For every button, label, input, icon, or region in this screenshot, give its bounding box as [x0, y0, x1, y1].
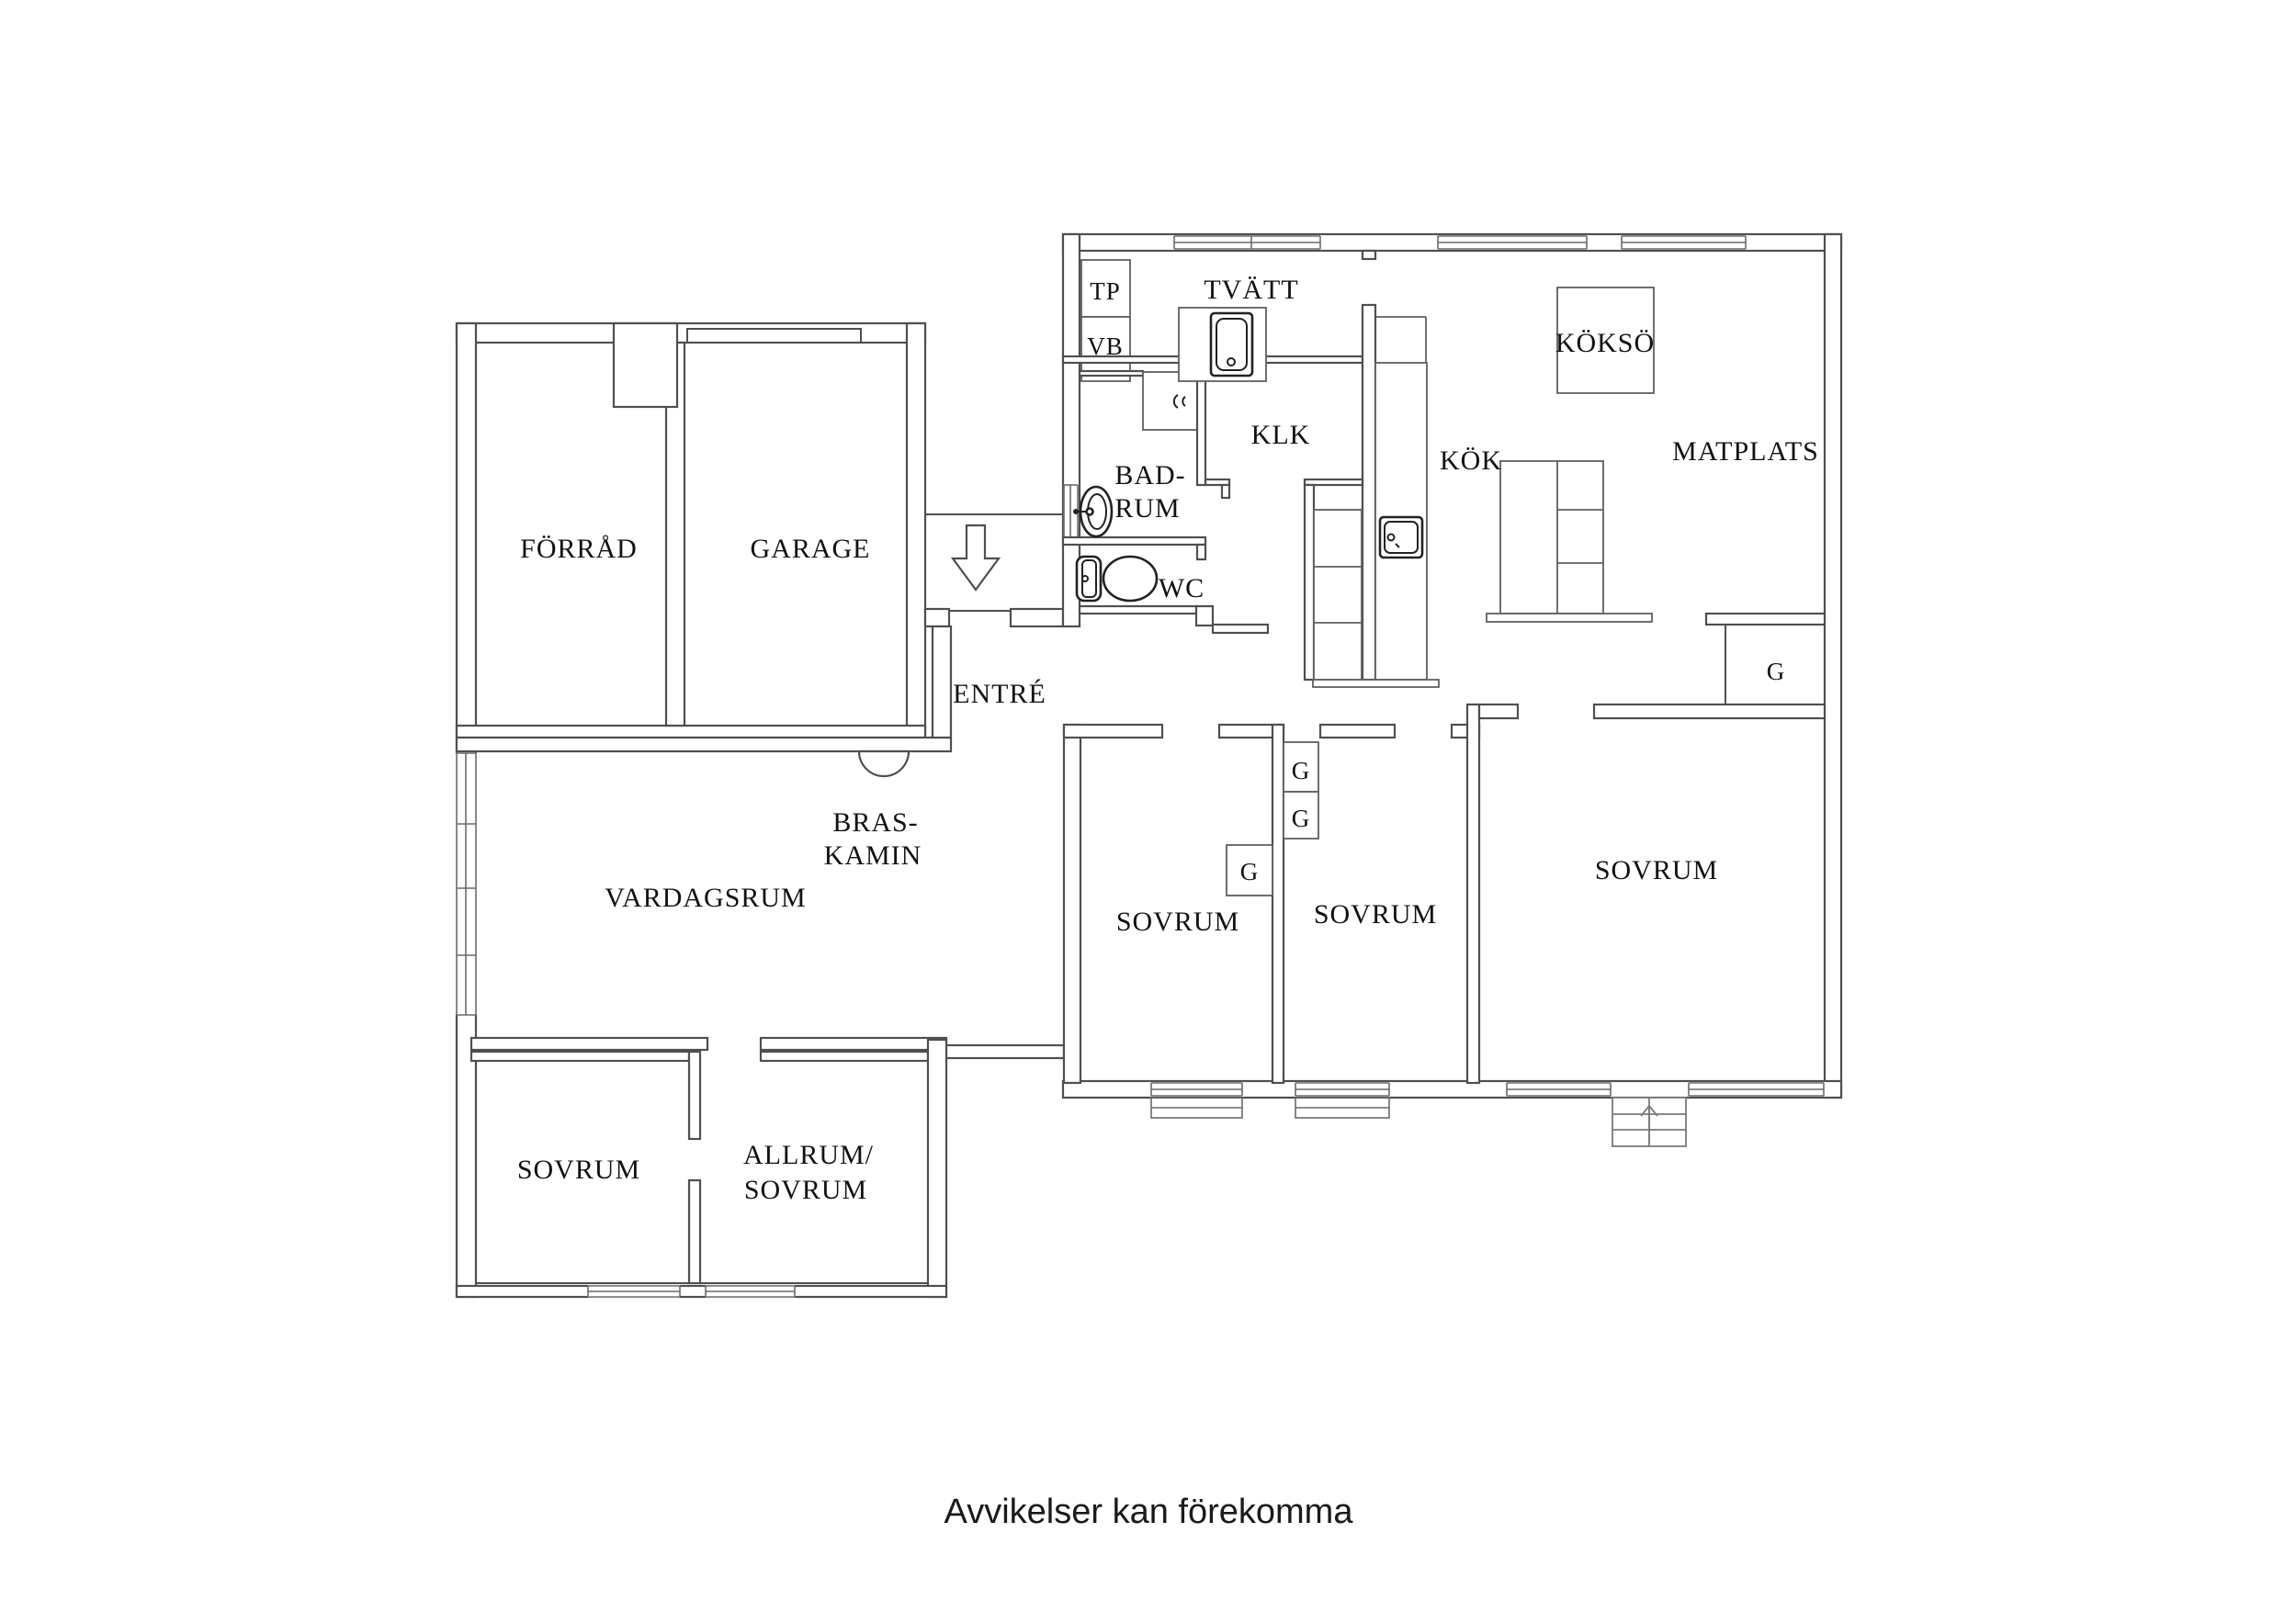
kitchen-cabinet-plinth [1486, 613, 1653, 623]
room-label-sovrum-3: SOVRUM [1595, 855, 1718, 885]
lower-bedroom-walls [455, 1038, 948, 1299]
entrance-porch [923, 513, 1065, 739]
room-label-vardagsrum: VARDAGSRUM [605, 883, 807, 913]
room-label-entre: ENTRÉ [953, 679, 1046, 709]
stairs [1612, 1097, 1687, 1147]
washbasin-icon [1073, 485, 1114, 538]
counter-plinth [1312, 679, 1440, 688]
label-tp: TP [1090, 277, 1121, 305]
room-label-sovrum-1: SOVRUM [1116, 907, 1239, 937]
label-g-3: G [1240, 858, 1260, 885]
kitchen-sink-icon [1378, 515, 1424, 559]
window-south-4 [1688, 1082, 1825, 1097]
disclaimer-text: Avvikelser kan förekomma [944, 1493, 1354, 1531]
room-label-allrum-line2: SOVRUM [744, 1175, 867, 1205]
label-g-1: G [1292, 757, 1311, 784]
window-south-2 [1295, 1082, 1390, 1119]
room-label-badrum-line1: BAD- [1114, 460, 1185, 490]
entrance-arrow-icon [950, 524, 1001, 592]
washing-machine-icon [1178, 307, 1267, 382]
toilet-icon [1075, 555, 1159, 603]
window-south-1 [1150, 1082, 1243, 1119]
vent-icon [1172, 394, 1186, 409]
label-koksoe: KÖKSÖ [1555, 328, 1655, 358]
room-label-wc: WC [1159, 573, 1205, 603]
kitchen-island [1556, 287, 1655, 394]
room-label-klk: KLK [1251, 420, 1311, 450]
garage-door-recess [686, 328, 862, 344]
fixtures [1073, 307, 1424, 603]
window-sovrum-sw [587, 1285, 681, 1298]
fireplace-arc-icon [857, 750, 910, 778]
room-label-tvatt: TVÄTT [1204, 275, 1298, 305]
label-braskamin-line1: BRAS- [832, 807, 918, 838]
wardrobe-g1 [1283, 741, 1319, 793]
label-g-2: G [1292, 805, 1311, 832]
window-south-3 [1506, 1082, 1612, 1097]
window-north-3 [1621, 235, 1747, 250]
wardrobe-g3 [1226, 844, 1273, 896]
labels: FÖRRÅD GARAGE TP VB TVÄTT KÖKSÖ KLK BAD-… [517, 275, 1819, 1531]
vardagsrum-walls [455, 736, 1066, 1063]
hall-cabinet-column [1313, 509, 1363, 681]
label-braskamin-line2: KAMIN [824, 840, 922, 871]
room-label-badrum-line2: RUM [1114, 493, 1180, 524]
room-label-sovrum-2: SOVRUM [1314, 899, 1437, 930]
main-house-outer-walls [1061, 232, 1843, 1147]
window-north-1 [1173, 235, 1321, 250]
window-north-2 [1437, 235, 1588, 250]
stairs-arrow-icon [1640, 1105, 1658, 1143]
room-label-allrum-line1: ALLRUM/ [743, 1140, 874, 1170]
wardrobe-g2 [1283, 791, 1319, 840]
label-g-matplats: G [1767, 658, 1786, 685]
room-label-garage: GARAGE [751, 534, 871, 564]
room-label-kok: KÖK [1440, 445, 1502, 476]
kitchen-cabinet-block [1499, 460, 1604, 614]
window-vardagsrum-west [455, 752, 478, 1016]
room-label-sovrum-sw: SOVRUM [517, 1155, 640, 1185]
forrad-niche [612, 321, 679, 409]
room-label-matplats: MATPLATS [1672, 436, 1819, 467]
label-vb: VB [1087, 332, 1124, 360]
main-house-interior-walls [1061, 249, 1827, 1085]
window-allrum-s [705, 1285, 796, 1298]
room-label-forrad: FÖRRÅD [520, 534, 638, 564]
